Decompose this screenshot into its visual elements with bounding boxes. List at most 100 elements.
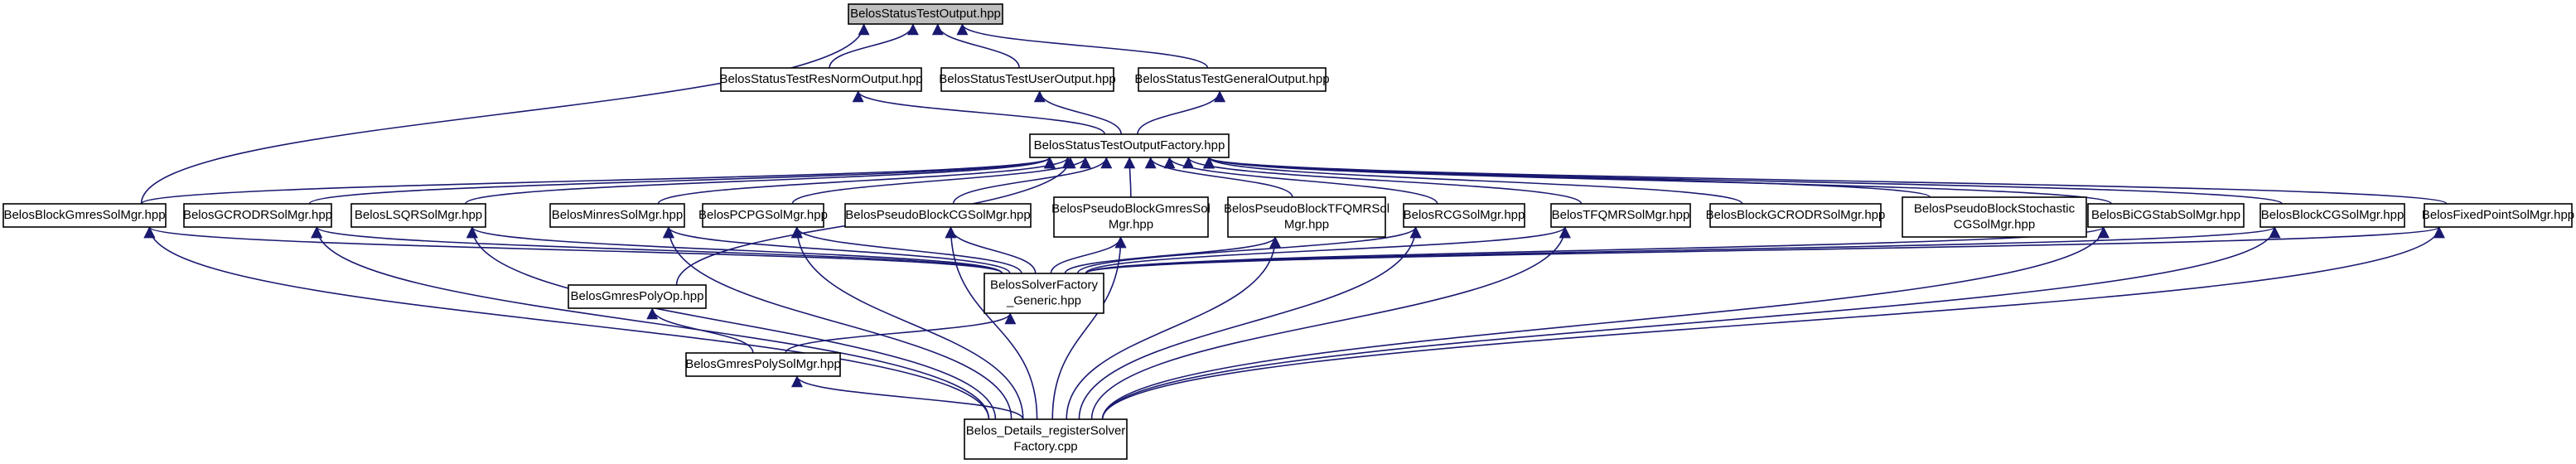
node-pseudocg[interactable]: BelosPseudoBlockCGSolMgr.hpp (844, 203, 1032, 228)
edge-fixedpoint-to-factory (1203, 157, 2448, 205)
node-resnorm[interactable]: BelosStatusTestResNormOutput.hpp (719, 67, 923, 92)
node-minres[interactable]: BelosMinresSolMgr.hpp (549, 203, 685, 228)
node-pseudocg-label-line-0: BelosPseudoBlockCGSolMgr.hpp (845, 208, 1030, 222)
node-pseudostoch-label-line-0: BelosPseudoBlockStochastic (1914, 201, 2076, 215)
node-rcg-label-line-0: BelosRCGSolMgr.hpp (1404, 208, 1525, 222)
node-pseudogmres-label-line-0: BelosPseudoBlockGmresSol (1051, 201, 1211, 215)
node-solverfactory[interactable]: BelosSolverFactory_Generic.hpp (984, 273, 1104, 314)
edge-blockcg-to-factory (1203, 157, 2283, 205)
node-factory-box (1029, 133, 1230, 158)
edge-register-to-pcpg (790, 226, 1024, 420)
edge-pcpg-to-factory (791, 157, 1091, 205)
edge-user-to-root (931, 23, 1020, 69)
node-tfqmr-label-line-0: BelosTFQMRSolMgr.hpp (1552, 208, 1690, 222)
edge-pseudotfqmr-to-factory (1144, 157, 1293, 198)
edge-factory-to-user (1033, 90, 1122, 135)
node-bicgstab[interactable]: BelosBiCGStabSolMgr.hpp (2087, 203, 2245, 228)
node-root: BelosStatusTestOutput.hpp (848, 3, 1003, 25)
node-user-box (940, 67, 1114, 92)
node-pseudotfqmr-label-line-0: BelosPseudoBlockTFQMRSol (1224, 201, 1389, 215)
edge-resnorm-to-root (829, 23, 919, 69)
node-pseudogmres-box (1053, 196, 1209, 238)
node-lsqr[interactable]: BelosLSQRSolMgr.hpp (350, 203, 486, 228)
edge-register-to-fixedpoint (1101, 226, 2445, 420)
node-solverfactory-label-line-1: _Generic.hpp (1006, 293, 1081, 307)
edge-gmrespoly-to-solverfactory (785, 312, 1017, 354)
node-blockgmres-label-line-0: BelosBlockGmresSolMgr.hpp (3, 208, 165, 222)
node-bicgstab-label-line-0: BelosBiCGStabSolMgr.hpp (2091, 208, 2240, 222)
edge-factory-to-resnorm (852, 90, 1106, 135)
edge-register-to-gmrespoly (791, 375, 1024, 420)
edge-minres-to-factory (657, 157, 1074, 205)
edge-solverfactory-to-lsqr (466, 226, 1003, 274)
node-user[interactable]: BelosStatusTestUserOutput.hpp (939, 67, 1116, 92)
node-gcrodr[interactable]: BelosGCRODRSolMgr.hpp (183, 203, 332, 228)
node-pseudotfqmr-label-line-1: Mgr.hpp (1284, 217, 1329, 231)
edge-solverfactory-to-rcg (1076, 226, 1422, 274)
edge-register-to-pseudotfqmr (1066, 236, 1282, 420)
node-pseudocg-box (844, 203, 1032, 228)
node-general-box (1138, 67, 1327, 92)
node-fixedpoint-label-line-0: BelosFixedPointSolMgr.hpp (2422, 208, 2574, 222)
edge-pseudocg-to-factory (952, 157, 1113, 205)
edge-lsqr-to-factory (464, 157, 1056, 205)
node-gcrodr-box (183, 203, 332, 228)
node-rcg-box (1403, 203, 1525, 228)
node-blockgmres[interactable]: BelosBlockGmresSolMgr.hpp (2, 203, 167, 228)
node-root-label-line-0: BelosStatusTestOutput.hpp (850, 7, 1001, 21)
edge-blockgmres-to-root (140, 23, 870, 205)
edge-bicgstab-to-factory (1203, 157, 2112, 205)
node-factory[interactable]: BelosStatusTestOutputFactory.hpp (1029, 133, 1230, 158)
node-pcpg[interactable]: BelosPCPGSolMgr.hpp (698, 203, 828, 228)
node-blockcg[interactable]: BelosBlockCGSolMgr.hpp (2259, 203, 2405, 228)
edge-blockgmres-to-factory (140, 157, 1056, 205)
edge-register-to-pseudogmres (1051, 236, 1127, 420)
node-pseudostoch-box (1902, 196, 2087, 238)
node-pseudotfqmr-box (1227, 196, 1386, 238)
node-blockgcrodr[interactable]: BelosBlockGCRODRSolMgr.hpp (1706, 203, 1886, 228)
node-root-box (848, 3, 1003, 25)
node-tfqmr[interactable]: BelosTFQMRSolMgr.hpp (1550, 203, 1691, 228)
node-resnorm-box (720, 67, 922, 92)
edge-register-to-tfqmr (1090, 226, 1571, 420)
edge-register-to-minres (663, 226, 1013, 420)
node-general-label-line-0: BelosStatusTestGeneralOutput.hpp (1134, 72, 1329, 86)
node-minres-box (549, 203, 685, 228)
edge-register-to-lsqr (466, 226, 997, 420)
node-blockcg-label-line-0: BelosBlockCGSolMgr.hpp (2261, 208, 2404, 222)
node-blockgmres-box (2, 203, 167, 228)
node-blockgcrodr-box (1709, 203, 1882, 228)
node-bicgstab-box (2087, 203, 2245, 228)
node-solverfactory-box (984, 273, 1104, 314)
node-fixedpoint[interactable]: BelosFixedPointSolMgr.hpp (2422, 203, 2574, 228)
edge-solverfactory-to-pseudotfqmr (1064, 236, 1281, 274)
edge-pseudostoch-to-factory (1203, 157, 1931, 198)
node-gmrespolyop[interactable]: BelosGmresPolyOp.hpp (568, 284, 707, 309)
edge-solverfactory-to-fixedpoint (1085, 226, 2445, 274)
node-gmrespoly[interactable]: BelosGmresPolySolMgr.hpp (685, 352, 841, 377)
node-solverfactory-label-line-0: BelosSolverFactory (990, 278, 1099, 292)
node-fixedpoint-box (2424, 203, 2573, 228)
edge-solverfactory-to-pcpg (790, 226, 1022, 274)
edge-register-to-gcrodr (311, 226, 990, 420)
node-pcpg-label-line-0: BelosPCPGSolMgr.hpp (698, 208, 828, 222)
node-tfqmr-box (1550, 203, 1691, 228)
node-register-label-line-1: Factory.cpp (1013, 439, 1077, 453)
node-rcg[interactable]: BelosRCGSolMgr.hpp (1403, 203, 1525, 228)
edge-gcrodr-to-factory (308, 157, 1056, 205)
edge-factory-to-general (1137, 90, 1226, 135)
edge-register-to-bicgstab (1101, 226, 2110, 420)
node-resnorm-label-line-0: BelosStatusTestResNormOutput.hpp (719, 72, 922, 86)
node-general[interactable]: BelosStatusTestGeneralOutput.hpp (1134, 67, 1330, 92)
node-register-label-line-0: Belos_Details_registerSolver (966, 423, 1126, 437)
node-gcrodr-label-line-0: BelosGCRODRSolMgr.hpp (183, 208, 332, 222)
node-gmrespolyop-label-line-0: BelosGmresPolyOp.hpp (571, 289, 704, 303)
node-pseudogmres-label-line-1: Mgr.hpp (1109, 217, 1153, 231)
edge-register-to-blockcg (1101, 226, 2281, 420)
node-blockcg-box (2259, 203, 2405, 228)
edge-pseudogmres-to-factory (1124, 157, 1136, 198)
